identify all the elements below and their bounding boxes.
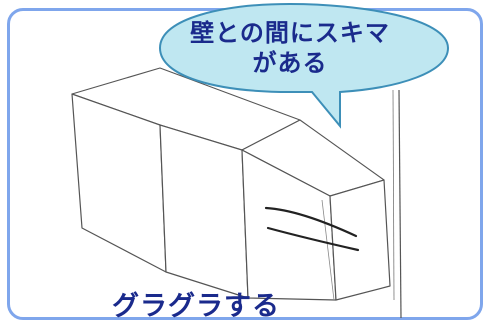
box-right-side <box>329 179 391 301</box>
wobble-mark-1 <box>264 206 358 238</box>
wall-edge <box>398 89 402 319</box>
wobble-mark-2 <box>266 226 360 252</box>
speech-bubble <box>158 2 450 129</box>
tilt-line <box>321 199 335 301</box>
caption-text: グラグラする <box>112 291 280 322</box>
speech-bubble-text: 壁との間にスキマ がある <box>180 18 400 78</box>
wall-edge-2 <box>392 89 395 301</box>
bubble-line-1: 壁との間にスキマ <box>190 19 390 47</box>
bubble-line-2: がある <box>252 49 328 77</box>
box-middle <box>159 124 249 299</box>
